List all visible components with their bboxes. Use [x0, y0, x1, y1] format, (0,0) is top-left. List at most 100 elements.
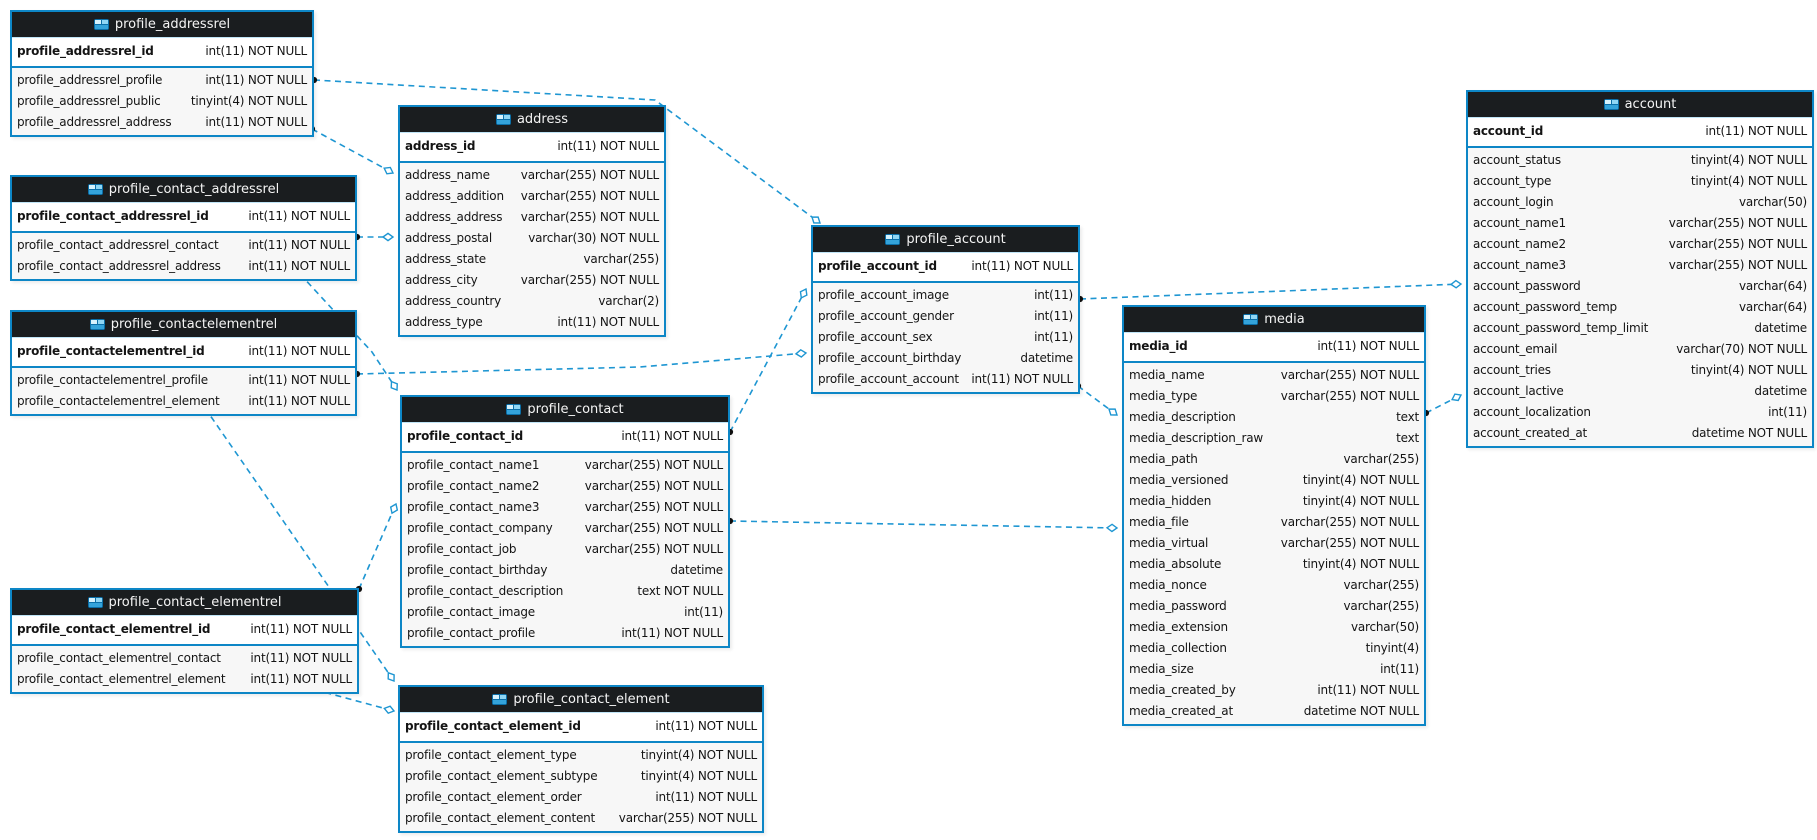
column-type: varchar(255) NOT NULL — [584, 500, 723, 514]
table-node-address[interactable]: address address_id int(11) NOT NULL addr… — [398, 105, 666, 337]
column-type: tinyint(4) NOT NULL — [1690, 153, 1807, 167]
column-type: tinyint(4) NOT NULL — [1302, 473, 1419, 487]
column-row: profile_contact_addressrel_address int(11… — [12, 256, 355, 277]
pk-type: int(11) NOT NULL — [248, 209, 350, 223]
table-node-account[interactable]: account account_id int(11) NOT NULL acco… — [1466, 90, 1814, 448]
table-node-media[interactable]: media media_id int(11) NOT NULL media_na… — [1122, 305, 1426, 726]
pk-name: profile_contact_elementrel_id — [17, 622, 211, 636]
table-node-profile_addressrel[interactable]: profile_addressrel profile_addressrel_id… — [10, 10, 314, 137]
column-type: int(11) NOT NULL — [248, 259, 350, 273]
pk-name: profile_contactelementrel_id — [17, 344, 205, 358]
table-node-profile_contact_elementrel[interactable]: profile_contact_elementrel profile_conta… — [10, 588, 359, 694]
table-header[interactable]: profile_contact_elementrel — [12, 590, 357, 616]
column-type: varchar(255) NOT NULL — [584, 479, 723, 493]
column-type: datetime NOT NULL — [1691, 426, 1807, 440]
pk-name: profile_account_id — [818, 259, 937, 273]
column-type: int(11) NOT NULL — [250, 651, 352, 665]
column-name: profile_account_gender — [818, 309, 954, 323]
pk-type: int(11) NOT NULL — [655, 719, 757, 733]
pk-name: profile_contact_element_id — [405, 719, 581, 733]
column-name: account_type — [1473, 174, 1552, 188]
table-header[interactable]: profile_contact_addressrel — [12, 177, 355, 203]
table-node-profile_contactelementrel[interactable]: profile_contactelementrel profile_contac… — [10, 310, 357, 416]
column-type: varchar(255) — [583, 252, 660, 266]
column-type: varchar(70) NOT NULL — [1676, 342, 1807, 356]
pk-name: address_id — [405, 139, 476, 153]
column-name: media_versioned — [1129, 473, 1229, 487]
column-type: int(11) — [1380, 662, 1419, 676]
pk-row: profile_contactelementrel_id int(11) NOT… — [12, 338, 355, 368]
column-name: media_size — [1129, 662, 1194, 676]
relationship-line-profile_contactelementrel.profile_contactelementrel_profile[interactable] — [356, 352, 807, 375]
column-type: int(11) NOT NULL — [621, 626, 723, 640]
column-type: int(11) NOT NULL — [205, 73, 307, 87]
table-title: profile_contactelementrel — [110, 317, 278, 332]
table-title: profile_contact — [527, 402, 624, 417]
table-header[interactable]: media — [1124, 307, 1424, 333]
column-name: media_password — [1129, 599, 1227, 613]
relationship-line-profile_addressrel.profile_addressrel_profile[interactable] — [313, 79, 821, 224]
pk-type: int(11) NOT NULL — [250, 622, 352, 636]
column-name: account_created_at — [1473, 426, 1587, 440]
table-node-profile_account[interactable]: profile_account profile_account_id int(1… — [811, 225, 1080, 394]
table-node-profile_contact[interactable]: profile_contact profile_contact_id int(1… — [400, 395, 730, 648]
table-header[interactable]: profile_contactelementrel — [12, 312, 355, 338]
table-header[interactable]: profile_contact — [402, 397, 728, 423]
column-name: media_created_at — [1129, 704, 1233, 718]
relationship-line-profile_contactelementrel.profile_contactelementrel_element[interactable] — [204, 407, 395, 682]
table-header[interactable]: profile_addressrel — [12, 12, 312, 38]
pk-name: media_id — [1129, 339, 1188, 353]
table-icon — [89, 319, 105, 330]
column-type: tinyint(4) NOT NULL — [640, 748, 757, 762]
relationship-line-profile_addressrel.profile_addressrel_address[interactable] — [311, 128, 394, 174]
relationship-line-profile_contact_elementrel.profile_contact_elementrel_contact[interactable] — [358, 503, 397, 590]
column-name: media_description_raw — [1129, 431, 1263, 445]
column-name: profile_contact_addressrel_address — [17, 259, 221, 273]
relationship-line-profile_contact.profile_contact_profile[interactable] — [729, 288, 807, 433]
table-header[interactable]: profile_contact_element — [400, 687, 762, 713]
relationship-line-profile_contact_addressrel.profile_contact_addressrel_contact[interactable] — [299, 273, 398, 391]
relationship-line-profile_account.profile_account_account[interactable] — [1079, 283, 1462, 300]
column-name: profile_contact_image — [407, 605, 535, 619]
column-type: varchar(255) — [1343, 578, 1420, 592]
pk-row: profile_contact_addressrel_id int(11) NO… — [12, 203, 355, 233]
column-type: varchar(50) — [1350, 620, 1419, 634]
relationship-target-diamond — [390, 380, 398, 392]
relationship-line-profile_account.profile_account_image[interactable] — [1077, 385, 1118, 416]
table-header[interactable]: profile_account — [813, 227, 1078, 253]
column-type: tinyint(4) NOT NULL — [1690, 174, 1807, 188]
column-type: varchar(64) — [1738, 300, 1807, 314]
relationship-line-profile_contact.profile_contact_image[interactable] — [729, 520, 1118, 529]
table-header[interactable]: account — [1468, 92, 1812, 118]
table-node-profile_contact_element[interactable]: profile_contact_element profile_contact_… — [398, 685, 764, 833]
column-name: profile_contact_element_content — [405, 811, 596, 825]
column-type: varchar(255) — [1343, 452, 1420, 466]
table-header[interactable]: address — [400, 107, 664, 133]
column-name: profile_contact_company — [407, 521, 553, 535]
column-name: account_email — [1473, 342, 1558, 356]
table-node-profile_contact_addressrel[interactable]: profile_contact_addressrel profile_conta… — [10, 175, 357, 281]
